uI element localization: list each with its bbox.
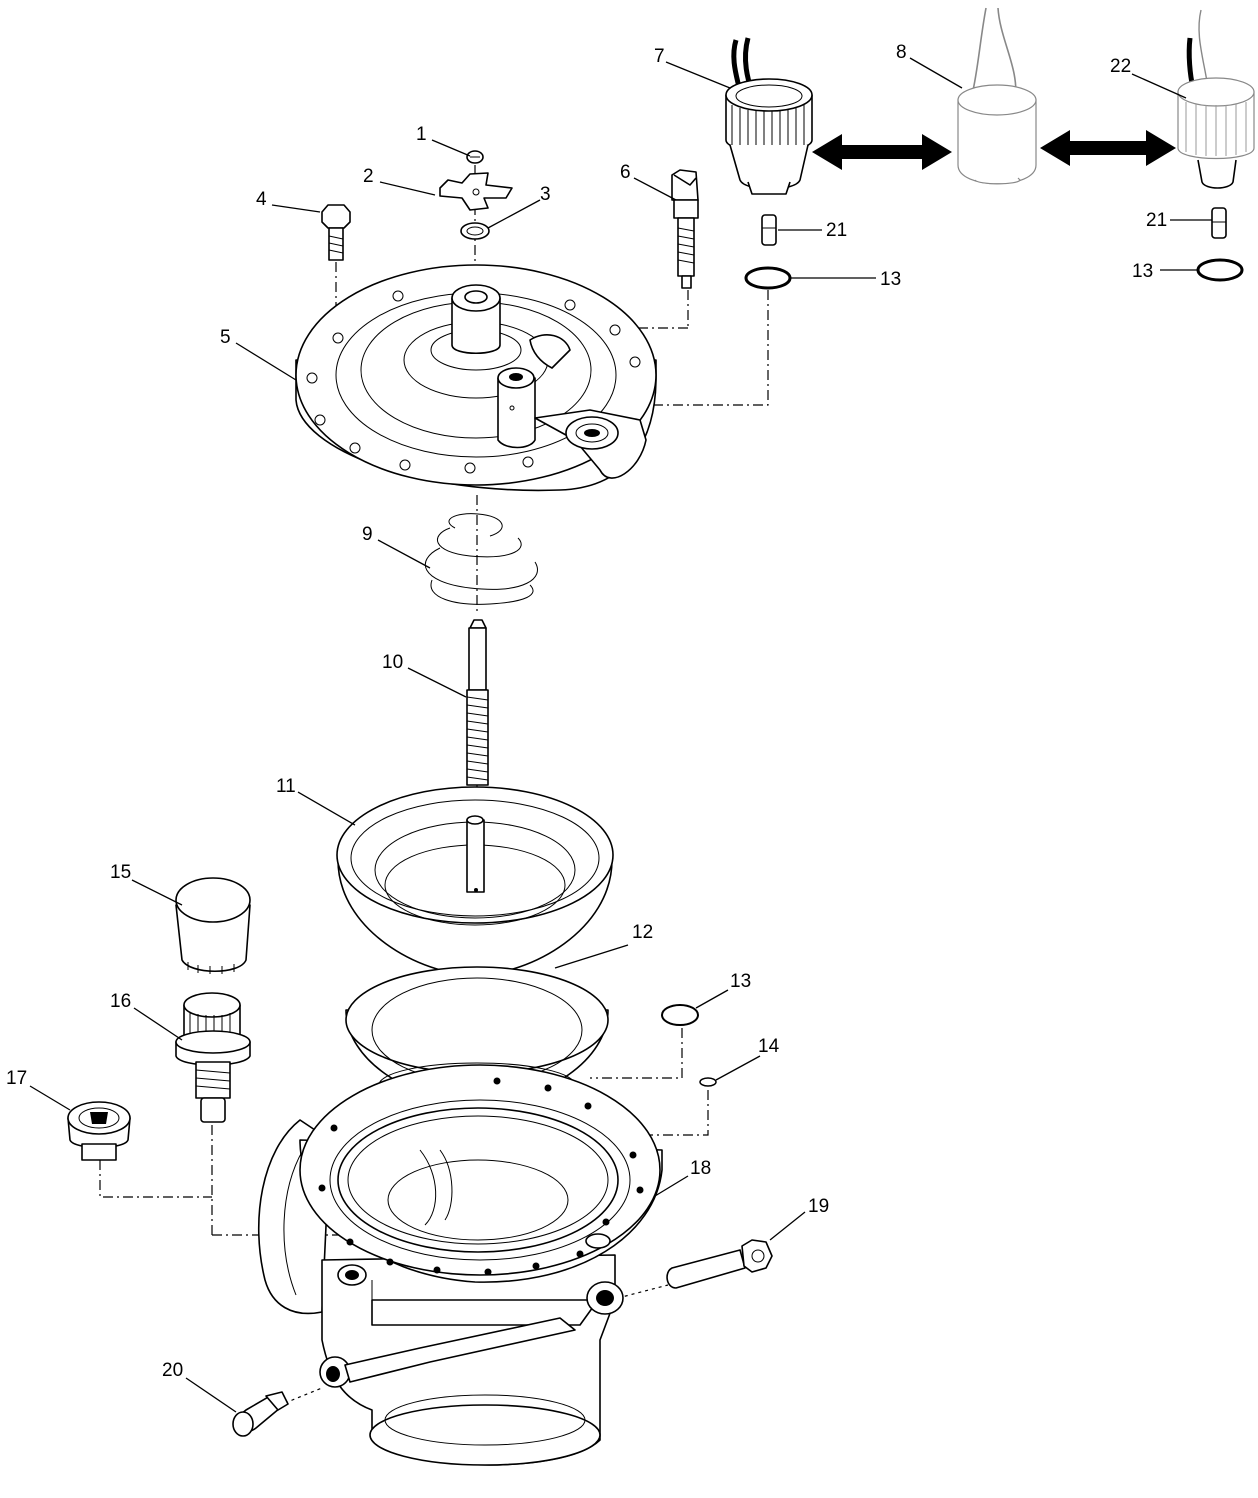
part-18-valve-body — [257, 1064, 663, 1466]
part-6-needle-valve — [671, 169, 699, 289]
callout-2: 2 — [363, 166, 374, 187]
part-7-solenoid — [725, 37, 813, 195]
part-16-selector — [175, 992, 251, 1123]
callout-1: 1 — [416, 124, 427, 145]
callout-5: 5 — [220, 327, 231, 348]
part-10-stem — [466, 619, 489, 786]
callout-10: 10 — [382, 652, 403, 673]
part-2-cross-plate — [439, 172, 513, 211]
callout-13-right: 13 — [1132, 261, 1153, 282]
callout-8: 8 — [896, 42, 907, 63]
callout-13-lower: 13 — [730, 971, 751, 992]
callout-11: 11 — [276, 776, 296, 797]
callout-18: 18 — [690, 1158, 711, 1179]
part-11-diaphragm — [336, 786, 614, 976]
callout-19: 19 — [808, 1196, 829, 1217]
callout-13-top: 13 — [880, 269, 901, 290]
callout-labels: 1 2 3 4 5 6 7 8 9 10 11 12 13 13 13 14 1… — [6, 42, 1167, 1381]
part-8-solenoid-variant — [957, 7, 1037, 185]
part-14-washer — [699, 1077, 717, 1087]
part-3-washer — [460, 222, 490, 240]
callout-20: 20 — [162, 1360, 183, 1381]
callout-3: 3 — [540, 184, 551, 205]
callout-6: 6 — [620, 162, 631, 183]
part-13-o-ring — [661, 258, 1244, 1026]
callout-7: 7 — [654, 46, 665, 67]
part-4-bolt — [321, 204, 351, 261]
part-22-solenoid — [1177, 9, 1255, 189]
callout-leaders — [29, 57, 1212, 1413]
part-9-spring — [424, 513, 538, 605]
part-17-plug — [67, 1101, 131, 1161]
callout-16: 16 — [110, 991, 131, 1012]
callout-9: 9 — [362, 524, 373, 545]
part-21-plunger — [761, 207, 1227, 246]
part-5-bonnet — [295, 264, 657, 492]
part-1-screw — [466, 150, 484, 164]
callout-21-right: 21 — [1146, 210, 1167, 231]
part-19-fitting — [666, 1239, 773, 1289]
callout-15: 15 — [110, 862, 131, 883]
callout-4: 4 — [256, 189, 267, 210]
callout-14: 14 — [758, 1036, 780, 1057]
callout-21-left: 21 — [826, 220, 847, 241]
part-15-cap — [175, 877, 251, 974]
part-20-plug — [232, 1391, 289, 1437]
interchange-arrows — [812, 130, 1176, 170]
callout-12: 12 — [632, 922, 653, 943]
callout-17: 17 — [6, 1068, 27, 1089]
callout-22: 22 — [1110, 56, 1131, 77]
